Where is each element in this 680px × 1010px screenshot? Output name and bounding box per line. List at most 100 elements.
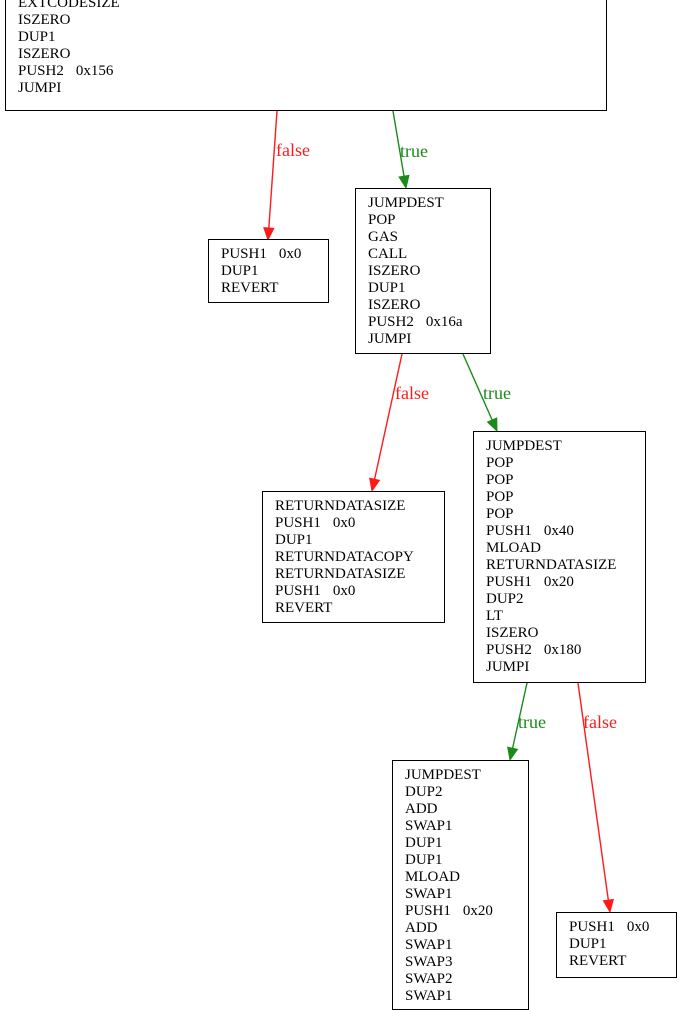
instruction-line: ISZERO: [368, 297, 490, 314]
opcode: POP: [368, 212, 396, 228]
instruction-line: DUP1: [221, 263, 328, 280]
instruction-line: SWAP1: [405, 886, 528, 903]
operand: 0x20: [543, 574, 574, 590]
opcode: PUSH1: [275, 583, 321, 599]
instruction-line: SWAP3: [405, 954, 528, 971]
instruction-line: GAS: [368, 229, 490, 246]
edge-true: [511, 682, 528, 749]
opcode: PUSH1: [486, 574, 532, 590]
opcode: MLOAD: [486, 540, 541, 556]
edge-true: [462, 353, 493, 421]
instruction-line: RETURNDATASIZE: [275, 498, 444, 515]
opcode: PUSH2: [368, 314, 414, 330]
opcode: DUP1: [221, 263, 259, 279]
instruction-line: MLOAD: [486, 540, 645, 557]
instruction-line: CALL: [368, 246, 490, 263]
instruction-line: DUP1: [569, 936, 676, 953]
edge-label-true: true: [400, 141, 428, 161]
instruction-line: POP: [486, 506, 645, 523]
opcode: RETURNDATASIZE: [486, 557, 617, 573]
opcode: ISZERO: [368, 297, 421, 313]
edge-label-false: false: [395, 383, 429, 403]
instruction-line: SWAP1: [405, 818, 528, 835]
instruction-line: ISZERO: [368, 263, 490, 280]
opcode: EXTCODESIZE: [18, 0, 120, 11]
instruction-line: JUMPDEST: [486, 438, 645, 455]
opcode: JUMPDEST: [368, 195, 444, 211]
instruction-line: POP: [486, 489, 645, 506]
opcode: JUMPI: [18, 80, 62, 96]
opcode: RETURNDATASIZE: [275, 498, 406, 514]
instruction-line: POP: [486, 472, 645, 489]
operand: 0x0: [332, 583, 356, 599]
opcode: MLOAD: [405, 869, 460, 885]
instruction-line: POP: [486, 455, 645, 472]
opcode: CALL: [368, 246, 408, 262]
opcode: DUP1: [405, 835, 443, 851]
opcode: SWAP1: [405, 818, 453, 834]
instruction-line: DUP1: [18, 29, 606, 46]
opcode: SWAP1: [405, 937, 453, 953]
opcode: POP: [486, 506, 514, 522]
edge-false: [373, 353, 403, 480]
instruction-line: EXTCODESIZE: [18, 0, 606, 12]
opcode: RETURNDATASIZE: [275, 566, 406, 582]
opcode: REVERT: [221, 280, 279, 296]
edge-label-false: false: [583, 712, 617, 732]
instruction-line: PUSH2 0x16a: [368, 314, 490, 331]
opcode: REVERT: [569, 953, 627, 969]
opcode: JUMPI: [486, 659, 530, 675]
arrowhead-icon: [398, 174, 410, 190]
opcode: PUSH1: [405, 903, 451, 919]
instruction-line: DUP2: [486, 591, 645, 608]
operand: 0x16a: [425, 314, 463, 330]
instruction-line: JUMPDEST: [368, 195, 490, 212]
opcode: LT: [486, 608, 503, 624]
instruction-line: JUMPI: [368, 331, 490, 348]
operand: 0x0: [332, 515, 356, 531]
opcode: PUSH1: [569, 919, 615, 935]
opcode: GAS: [368, 229, 399, 245]
instruction-line: POP: [368, 212, 490, 229]
edge-false: [268, 110, 278, 229]
arrowhead-icon: [602, 898, 614, 914]
arrowhead-icon: [369, 477, 381, 493]
instruction-line: JUMPDEST: [405, 767, 528, 784]
opcode: ADD: [405, 801, 438, 817]
instruction-line: JUMPI: [18, 80, 606, 97]
opcode: SWAP1: [405, 886, 453, 902]
instruction-line: ISZERO: [18, 12, 606, 29]
instruction-line: LT: [486, 608, 645, 625]
instruction-line: SWAP1: [405, 937, 528, 954]
opcode: DUP1: [18, 29, 56, 45]
edge-label-true: true: [518, 712, 546, 732]
instruction-line: RETURNDATASIZE: [486, 557, 645, 574]
instruction-line: DUP1: [405, 835, 528, 852]
edge-true: [392, 110, 405, 177]
instruction-line: MLOAD: [405, 869, 528, 886]
arrowhead-icon: [486, 417, 498, 433]
edge-label-true: true: [483, 383, 511, 403]
opcode: PUSH2: [18, 63, 64, 79]
opcode: JUMPDEST: [405, 767, 481, 783]
opcode: DUP2: [405, 784, 443, 800]
instruction-line: PUSH1 0x20: [486, 574, 645, 591]
instruction-line: DUP1: [368, 280, 490, 297]
opcode: JUMPDEST: [486, 438, 562, 454]
opcode: ISZERO: [18, 46, 71, 62]
opcode: REVERT: [275, 600, 333, 616]
instruction-line: RETURNDATACOPY: [275, 549, 444, 566]
instruction-line: DUP2: [405, 784, 528, 801]
opcode: ISZERO: [368, 263, 421, 279]
opcode: DUP2: [486, 591, 524, 607]
